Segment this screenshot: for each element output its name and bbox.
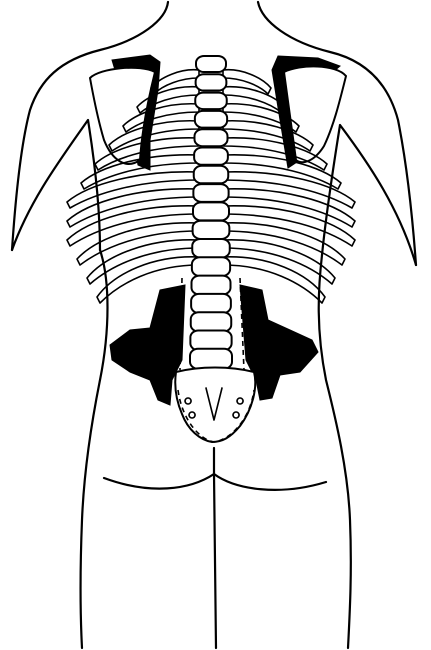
spine	[190, 56, 232, 369]
vertebra	[194, 148, 228, 165]
sacrum	[175, 368, 255, 443]
vertebra	[191, 294, 231, 313]
vertebra	[193, 184, 228, 202]
sacrum-bone	[175, 368, 255, 443]
vertebra	[192, 276, 231, 295]
rib-right	[223, 223, 345, 265]
vertebra	[195, 129, 228, 146]
vertebra	[193, 202, 229, 220]
vertebra	[194, 166, 229, 184]
gluteal-cleft	[214, 448, 216, 648]
left-arm-inner	[12, 120, 100, 250]
vertebra	[196, 74, 227, 90]
rib-right	[223, 240, 335, 284]
vertebra	[191, 312, 232, 332]
vertebra	[190, 349, 232, 369]
vertebra	[192, 257, 230, 276]
vertebra	[192, 239, 230, 258]
vertebra	[195, 93, 227, 110]
vertebra	[196, 56, 226, 72]
rib-left	[77, 223, 199, 265]
rib-right	[223, 70, 271, 94]
left-iliac-shadow	[110, 285, 185, 405]
vertebra	[195, 111, 227, 128]
rib-right	[223, 257, 325, 303]
vertebra	[190, 331, 231, 351]
vertebra	[193, 221, 230, 239]
